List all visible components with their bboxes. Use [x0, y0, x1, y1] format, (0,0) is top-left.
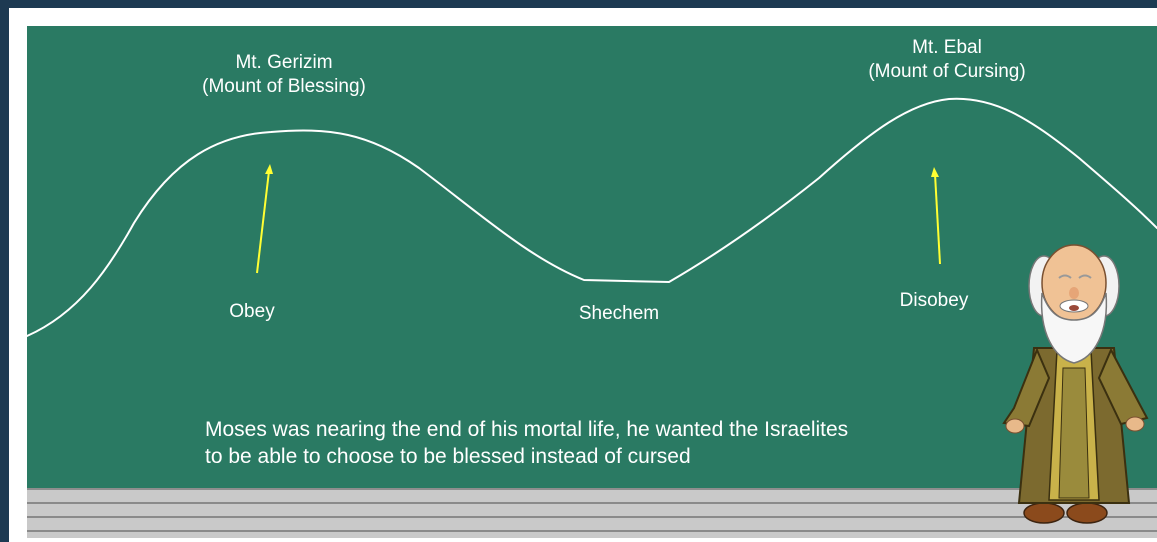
- moses-figure-icon: [1002, 244, 1149, 524]
- caption: Moses was nearing the end of his mortal …: [205, 416, 848, 470]
- tray-ledge-line: [27, 502, 1157, 504]
- ebal-name: Mt. Ebal: [912, 37, 982, 58]
- mountains-diagram: [26, 97, 1157, 337]
- ebal-subtitle: (Mount of Cursing): [868, 61, 1026, 82]
- mountain-outline: [26, 97, 1157, 337]
- gerizim-label: Mt. Gerizim (Mount of Blessing): [184, 51, 384, 99]
- gerizim-subtitle: (Mount of Blessing): [202, 76, 366, 97]
- tray-ledge-line: [27, 516, 1157, 518]
- tray-ledge-line: [27, 530, 1157, 532]
- disobey-label: Disobey: [899, 290, 969, 311]
- up-arrow-icon: [931, 167, 941, 265]
- chalk-tray: [27, 488, 1157, 538]
- up-arrow-icon: [256, 164, 273, 274]
- gerizim-name: Mt. Gerizim: [235, 52, 333, 73]
- slide: Mt. Gerizim (Mount of Blessing) Mt. Ebal…: [9, 8, 1157, 542]
- obey-label: Obey: [229, 301, 275, 322]
- shechem-label: Shechem: [578, 303, 660, 324]
- caption-line-2: to be able to choose to be blessed inste…: [205, 445, 691, 468]
- caption-line-1: Moses was nearing the end of his mortal …: [205, 418, 849, 441]
- ebal-label: Mt. Ebal (Mount of Cursing): [847, 36, 1047, 84]
- chalkboard: [27, 26, 1157, 488]
